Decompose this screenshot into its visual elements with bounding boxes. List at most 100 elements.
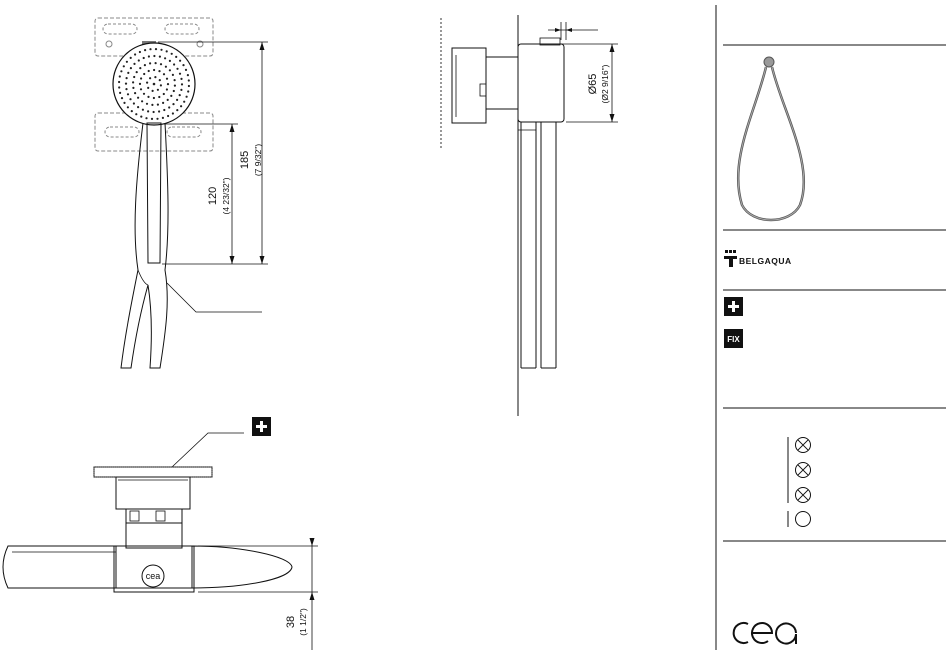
nozzle-dot — [173, 63, 175, 65]
leader-line-top — [172, 433, 244, 467]
nozzle-dot — [183, 101, 185, 103]
nozzle-dot — [132, 81, 134, 83]
nozzle-dot — [153, 55, 155, 57]
dimension-185-value: 185 — [239, 151, 251, 169]
nozzle-dot — [118, 81, 120, 83]
nozzle-dot — [162, 117, 164, 119]
nozzle-dot — [141, 100, 143, 102]
nozzle-dot — [123, 102, 125, 104]
nozzle-dot — [176, 99, 178, 101]
nozzle-dot — [172, 112, 174, 114]
nozzle-dot — [176, 109, 178, 111]
hose-front — [121, 123, 168, 368]
top-view: cea 38 (1 1/2") — [3, 417, 318, 650]
cea-logo — [734, 623, 796, 644]
shower-head-front — [113, 41, 195, 125]
nozzle-dot — [147, 96, 149, 98]
nozzle-dot — [153, 69, 155, 71]
nozzle-dot — [166, 78, 168, 80]
nozzle-dot — [165, 66, 167, 68]
leader-line-front — [167, 283, 262, 312]
nozzle-dot — [134, 53, 136, 55]
nozzle-dot — [125, 88, 127, 90]
nozzle-dot — [187, 74, 189, 76]
nozzle-dot — [160, 63, 162, 65]
nozzle-dot — [174, 85, 176, 87]
nozzle-dot — [144, 64, 146, 66]
nozzle-dot — [182, 64, 184, 66]
knob-logo: cea — [146, 571, 161, 581]
nozzle-dot — [147, 110, 149, 112]
nozzle-dot — [119, 75, 121, 77]
dimension-offset — [548, 22, 598, 40]
nozzle-dot — [174, 79, 176, 81]
nozzle-dot — [148, 70, 150, 72]
product-thumbnail — [738, 57, 804, 220]
nozzle-dot — [157, 89, 159, 91]
nozzle-dot — [173, 90, 175, 92]
nozzle-dot — [140, 116, 142, 118]
dimension-65-value: Ø65 — [587, 74, 599, 95]
nozzle-dot — [137, 106, 139, 108]
nozzle-dot — [179, 73, 181, 75]
nozzle-dot — [186, 96, 188, 98]
nozzle-dot — [163, 73, 165, 75]
nozzle-dot — [155, 62, 157, 64]
nozzle-dot — [167, 99, 169, 101]
nozzle-dot — [133, 76, 135, 78]
nozzle-dot — [143, 57, 145, 59]
nozzle-dot — [143, 73, 145, 75]
nozzle-dot — [118, 86, 120, 88]
nozzle-dot — [156, 118, 158, 120]
nozzle-dot — [163, 93, 165, 95]
dimension-120-imperial: (4 23/32") — [221, 177, 231, 214]
nozzle-dot — [127, 106, 129, 108]
circle-icon — [796, 512, 811, 527]
nozzle-dot — [129, 98, 131, 100]
nozzle-dot — [176, 68, 178, 70]
nozzle-dot — [120, 70, 122, 72]
nozzle-dot — [157, 104, 159, 106]
nozzle-dot — [179, 60, 181, 62]
nozzle-dot — [166, 50, 168, 52]
nozzle-dot — [146, 103, 148, 105]
nozzle-dot — [153, 111, 155, 113]
nozzle-dot — [168, 106, 170, 108]
nozzle-dot — [137, 97, 139, 99]
nozzle-dot — [130, 67, 132, 69]
nozzle-dot — [160, 49, 162, 51]
nozzle-dot — [139, 67, 141, 69]
nozzle-dot — [151, 118, 153, 120]
nozzle-dot — [172, 103, 174, 105]
dimension-38-value: 38 — [285, 616, 297, 628]
nozzle-dot — [163, 109, 165, 111]
nozzle-dot — [158, 110, 160, 112]
nozzle-dot — [175, 56, 177, 58]
nozzle-dot — [169, 60, 171, 62]
nozzle-dot — [149, 62, 151, 64]
hose-side — [518, 122, 556, 368]
nozzle-dot — [140, 77, 142, 79]
nozzle-dot — [188, 79, 190, 81]
nozzle-dot — [142, 109, 144, 111]
nozzle-dot — [131, 110, 133, 112]
sidebar: BELGAQUA FIX — [716, 5, 946, 650]
dimension-65-imperial: (Ø2 9/16") — [600, 64, 610, 103]
dimension-38: 38 (1 1/2") — [198, 538, 318, 650]
nozzle-dot — [144, 49, 146, 51]
cleaning-icons — [788, 437, 811, 527]
belgaqua-logo: BELGAQUA — [724, 250, 792, 267]
dimension-38-imperial: (1 1/2") — [298, 608, 308, 636]
nozzle-dot — [121, 97, 123, 99]
nozzle-dot — [133, 102, 135, 104]
nozzle-dot — [127, 72, 129, 74]
nozzle-dot — [153, 83, 156, 86]
nozzle-dot — [187, 90, 189, 92]
nozzle-dot — [126, 61, 128, 63]
nozzle-dot — [167, 83, 169, 85]
nozzle-dot — [162, 102, 164, 104]
nozzle-dot — [138, 59, 140, 61]
fix-badge: FIX — [724, 329, 743, 348]
dimension-185-imperial: (7 9/32") — [253, 144, 263, 176]
nozzle-dot — [126, 77, 128, 79]
